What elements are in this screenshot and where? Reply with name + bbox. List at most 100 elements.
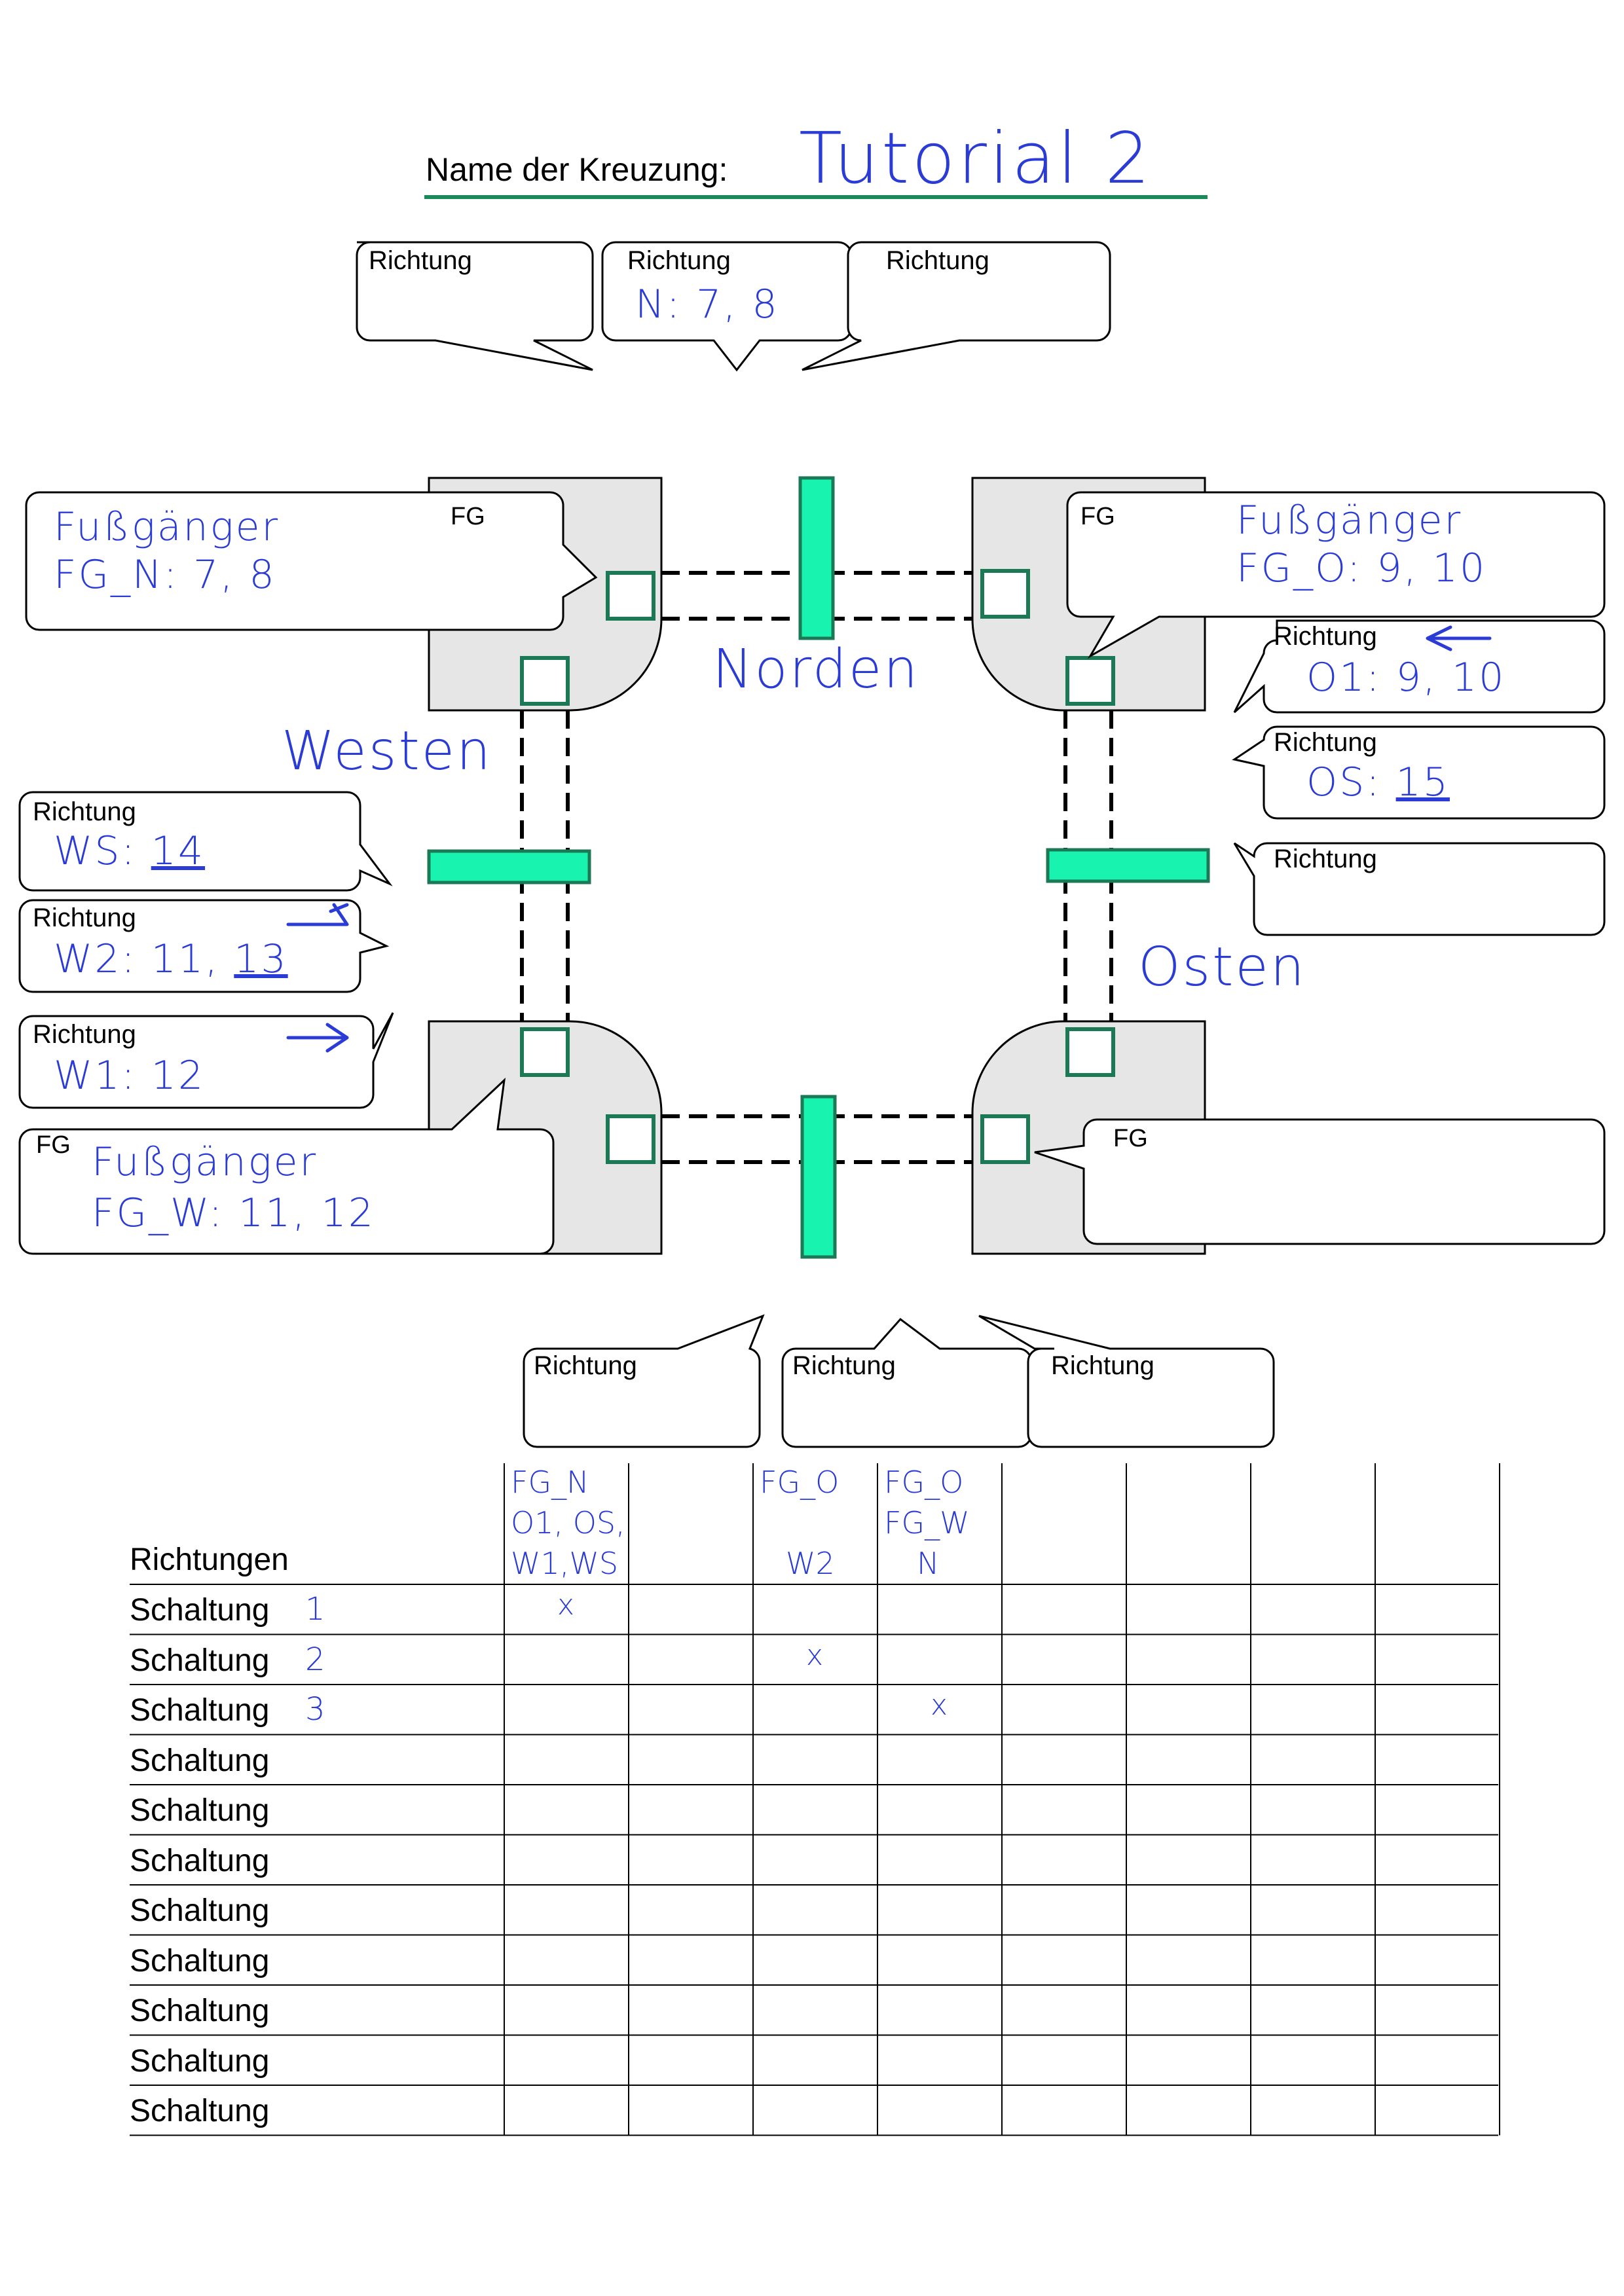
bubble-north-left-label: Richtung: [369, 246, 472, 275]
row-number[interactable]: 2: [305, 1641, 325, 1678]
ped-ne-title: Fußgänger: [1236, 498, 1463, 543]
bubble-north-right-label: Richtung: [886, 246, 989, 275]
bubble-north-left: [356, 241, 594, 371]
row-label: Schaltung: [130, 1843, 270, 1878]
bubble-west-3-value[interactable]: W1: 12: [54, 1053, 206, 1099]
column-header-line: FG_N: [511, 1465, 589, 1500]
arrow-west-2-icon: [286, 903, 349, 926]
bubble-west-2-value-underlined: 13: [234, 936, 288, 982]
ped-sw-label: FG: [36, 1131, 71, 1159]
ped-signal-nw-h: [606, 571, 655, 621]
row-label: Schaltung: [130, 1743, 270, 1778]
bubble-west-1-value-text: WS:: [54, 828, 137, 874]
column-header-line: [760, 1503, 839, 1543]
bubble-west-1: [18, 791, 393, 892]
row-label: Schaltung: [130, 2043, 270, 2079]
bubble-east-2-value-underlined: 15: [1395, 759, 1450, 805]
signal-bar-south: [800, 1095, 837, 1259]
column-header-line: N: [917, 1546, 940, 1581]
direction-west: Westen: [282, 720, 493, 782]
bubble-west-1-value[interactable]: WS: 14: [54, 828, 205, 874]
bubble-east-1: [1233, 619, 1606, 714]
row-label: Schaltung: [130, 2094, 270, 2128]
column-header-line: W2: [786, 1546, 835, 1581]
ped-bubble-ne: [1066, 491, 1606, 659]
row-label: Schaltung: [130, 1693, 270, 1728]
bubble-west-2-value[interactable]: W2: 11, 13: [54, 936, 288, 982]
crossing-name-value[interactable]: Tutorial 2: [799, 118, 1153, 200]
bubble-north-right: [802, 241, 1111, 371]
ped-nw-value[interactable]: FG_N: 7, 8: [54, 552, 276, 598]
ped-se-label: FG: [1113, 1125, 1148, 1152]
ped-signal-nw-v: [520, 656, 570, 706]
row-mark[interactable]: x: [557, 1588, 575, 1622]
direction-north: Norden: [712, 638, 920, 701]
bubble-south-mid: [781, 1317, 1033, 1448]
ped-signal-se-h: [980, 1114, 1030, 1164]
bubble-south-left: [523, 1314, 765, 1448]
ped-signal-sw-h: [606, 1114, 655, 1164]
crossing-name-underline: [424, 195, 1208, 199]
ped-nw-title: Fußgänger: [54, 504, 280, 550]
bubble-east-2-label: Richtung: [1274, 728, 1377, 757]
arrow-east-1-icon: [1426, 625, 1492, 651]
column-header[interactable]: FG_O W2: [760, 1462, 839, 1584]
row-label: Schaltung: [130, 1893, 270, 1928]
signal-bar-west: [427, 849, 591, 884]
ped-bubble-se: [1034, 1118, 1606, 1245]
ped-signal-ne-v: [1065, 656, 1115, 706]
ped-ne-value[interactable]: FG_O: 9, 10: [1236, 545, 1487, 591]
bubble-south-left-label: Richtung: [534, 1351, 637, 1380]
bubble-west-3-label: Richtung: [33, 1020, 136, 1049]
crossing-name-label: Name der Kreuzung:: [426, 151, 728, 188]
bubble-east-3-label: Richtung: [1274, 845, 1377, 873]
row-mark[interactable]: x: [806, 1638, 824, 1672]
bubble-north-mid-label: Richtung: [627, 246, 731, 275]
signal-bar-north: [798, 476, 835, 640]
column-header-line: FG_O: [760, 1465, 840, 1500]
column-header-line: FG_O: [884, 1465, 964, 1500]
column-header-line: W1,WS: [511, 1546, 619, 1581]
bubble-east-2: [1232, 725, 1606, 820]
column-header[interactable]: FG_N O1, OS, W1,WS: [511, 1462, 625, 1584]
row-number[interactable]: 1: [305, 1591, 325, 1628]
bubble-west-2-value-text: W2: 11,: [54, 936, 220, 982]
arrow-west-3-icon: [286, 1023, 349, 1053]
column-header[interactable]: FG_O FG_W N: [884, 1462, 970, 1584]
bubble-east-3: [1233, 842, 1606, 936]
bubble-east-2-value[interactable]: OS: 15: [1306, 759, 1450, 805]
row-label: Schaltung: [130, 1994, 270, 2028]
bubble-south-mid-label: Richtung: [792, 1351, 896, 1380]
signal-bar-east: [1046, 848, 1210, 883]
ped-ne-label: FG: [1080, 503, 1115, 530]
bubble-west-1-value-underlined: 14: [151, 828, 206, 874]
bubble-west-2-label: Richtung: [33, 903, 136, 932]
row-label: Schaltung: [130, 1593, 270, 1628]
direction-east: Osten: [1138, 936, 1306, 998]
bubble-south-right-label: Richtung: [1051, 1351, 1154, 1380]
column-header-line: FG_W: [884, 1505, 970, 1540]
ped-nw-label: FG: [451, 503, 485, 530]
row-label: Schaltung: [130, 1943, 270, 1978]
ped-signal-se-v: [1065, 1027, 1115, 1077]
ped-signal-sw-v: [520, 1027, 570, 1077]
ped-sw-title: Fußgänger: [92, 1139, 318, 1185]
table-header-label: Richtungen: [130, 1542, 289, 1577]
bubble-east-1-value[interactable]: O1: 9, 10: [1306, 655, 1506, 701]
row-mark[interactable]: x: [931, 1688, 948, 1722]
ped-signal-ne-h: [980, 569, 1030, 619]
row-label: Schaltung: [130, 1643, 270, 1678]
bubble-north-mid-value[interactable]: N: 7, 8: [635, 282, 779, 327]
bubble-east-1-label: Richtung: [1274, 622, 1377, 651]
column-header-line: O1, OS,: [511, 1505, 625, 1540]
bubble-east-2-value-text: OS:: [1306, 759, 1382, 805]
ped-bubble-sw: [18, 1078, 555, 1255]
table-grid: [130, 1463, 1500, 2136]
ped-sw-value[interactable]: FG_W: 11, 12: [92, 1190, 375, 1236]
row-label: Schaltung: [130, 1793, 270, 1828]
row-number[interactable]: 3: [305, 1691, 325, 1728]
bubble-south-right: [978, 1315, 1275, 1448]
bubble-west-1-label: Richtung: [33, 797, 136, 826]
ped-bubble-nw: [25, 491, 598, 631]
